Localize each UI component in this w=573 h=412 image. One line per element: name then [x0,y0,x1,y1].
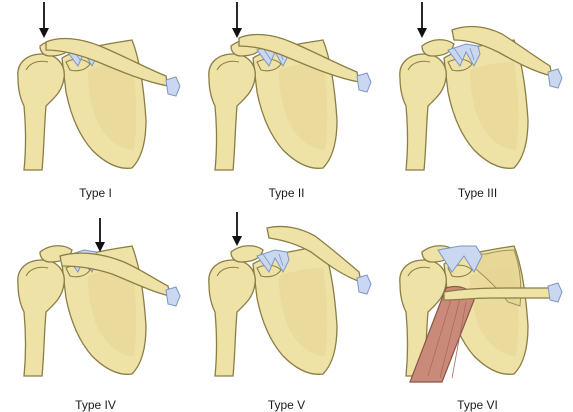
panel-label: Type V [267,398,306,412]
shoulder-illustration [399,2,563,171]
panel-type-4: Type IV [0,206,191,412]
arrow-head-icon [232,28,242,38]
panel-label: Type III [457,186,498,200]
panel-type-3: Type III [382,0,573,206]
panel-label: Type VI [457,398,498,412]
arrow-head-icon [417,28,427,38]
panel-label: Type I [79,186,112,200]
arrow-head-icon [232,236,242,246]
panel-label: Type II [268,186,305,200]
shoulder-illustration [208,212,372,377]
panel-type-1: Type I [0,0,191,206]
arrow-head-icon [39,28,49,38]
panel-type-5: Type V [191,206,382,412]
shoulder-illustration [399,245,563,383]
panel-type-2: Type II [191,0,382,206]
arrow-head-icon [95,242,105,252]
clavicle [443,287,551,301]
shoulder-illustration [208,2,372,171]
panel-type-6: Type VI [382,206,573,412]
shoulder-illustration [17,218,181,377]
shoulder-illustration [17,2,181,171]
panel-label: Type IV [75,398,116,412]
